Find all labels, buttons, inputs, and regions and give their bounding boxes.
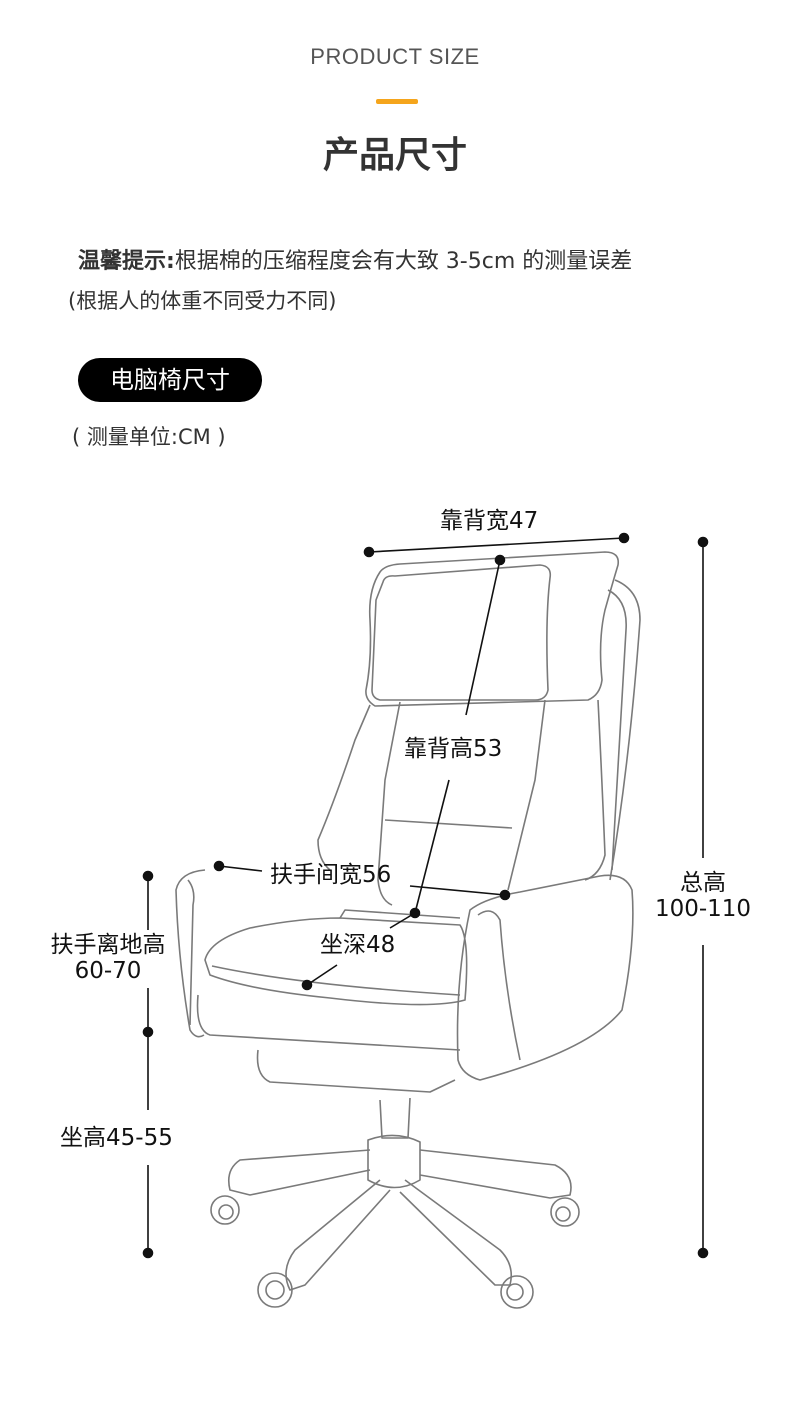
total-height-value: 100-110 <box>654 896 752 922</box>
dimension-dot <box>697 1247 709 1259</box>
backrest-height-line-top <box>465 559 501 716</box>
dimension-dot <box>499 889 511 901</box>
total-height-label: 总高 <box>680 870 726 896</box>
backrest-width-line <box>368 537 625 553</box>
page-title: 产品尺寸 <box>322 135 467 176</box>
section-badge: 电脑椅尺寸 <box>78 358 262 402</box>
notice-text: 根据棉的压缩程度会有大致 3-5cm 的测量误差 <box>174 249 633 274</box>
dimension-dot <box>494 554 506 566</box>
armrest-spacing-line-right <box>409 885 506 896</box>
dimension-dot <box>363 546 375 558</box>
backrest-height-line-bottom <box>414 779 450 914</box>
label-backrest-width: 靠背宽47 <box>440 508 539 534</box>
dimension-dot <box>213 860 225 872</box>
label-seat-depth: 坐深48 <box>320 932 396 958</box>
label-armrest-height: 扶手离地高 60-70 <box>38 932 178 984</box>
armrest-height-label: 扶手离地高 <box>50 932 166 958</box>
chair-outline <box>175 551 641 1309</box>
dimension-dot <box>301 979 313 991</box>
dimension-dot <box>142 1026 154 1038</box>
subtitle-english: PRODUCT SIZE <box>310 44 480 69</box>
label-backrest-height: 靠背高53 <box>404 736 503 762</box>
notice-label: 温馨提示: <box>78 249 175 274</box>
dimension-dot <box>142 1247 154 1259</box>
unit-note: ( 测量单位:CM ) <box>72 425 226 449</box>
notice-note: (根据人的体重不同受力不同) <box>68 289 337 313</box>
notice: 温馨提示:根据棉的压缩程度会有大致 3-5cm 的测量误差 <box>78 243 632 275</box>
label-seat-height: 坐高45-55 <box>60 1125 173 1151</box>
dimension-dot <box>409 907 421 919</box>
label-armrest-spacing: 扶手间宽56 <box>270 862 392 888</box>
accent-bar <box>376 99 418 104</box>
dimension-lines <box>142 532 709 1259</box>
dimension-dot <box>697 536 709 548</box>
dimension-dot <box>142 870 154 882</box>
label-total-height: 总高 100-110 <box>650 870 756 922</box>
armrest-height-value: 60-70 <box>74 958 142 984</box>
armrest-spacing-line-left <box>218 865 263 872</box>
dimension-dot <box>618 532 630 544</box>
seat-depth-line-bottom <box>306 964 338 986</box>
